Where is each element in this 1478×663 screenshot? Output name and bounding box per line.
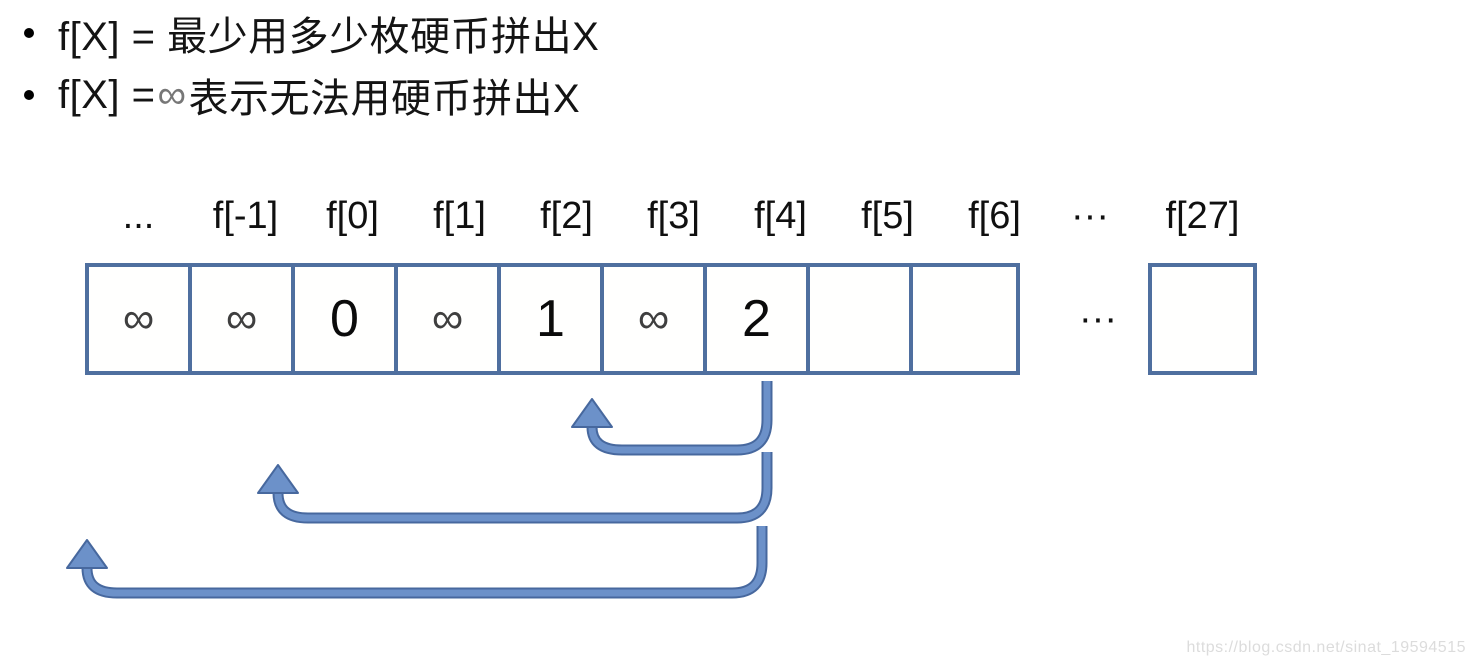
array-gap-ellipsis: ··· (1079, 297, 1117, 340)
array-label-f2: f[2] (540, 195, 593, 237)
bullet-text-infinity-prefix: f[X] = (58, 72, 156, 117)
array-label-f1: f[1] (433, 195, 486, 237)
arrow-f4-to-far-left (66, 526, 768, 599)
array-label-f-neg1: f[-1] (212, 195, 279, 237)
array-label-f3: f[3] (647, 195, 700, 237)
bullet-item-definition: f[X] = 最少用多少枚硬币拼出X (18, 2, 599, 64)
array-cell-f0: 0 (295, 267, 398, 371)
arrow-f4-to-f2 (571, 381, 773, 456)
bullet-list: f[X] = 最少用多少枚硬币拼出X f[X] = ∞ 表示无法用硬币拼出X (18, 2, 599, 126)
infinity-symbol: ∞ (157, 72, 187, 117)
array-cell-f27 (1148, 263, 1257, 375)
array-cell-f5 (810, 267, 913, 371)
bullet-icon (24, 90, 34, 100)
array-label-ellipsis-right: ··· (1071, 195, 1109, 237)
array-cell-f3: ∞ (604, 267, 707, 371)
arrow-f4-to-f0 (257, 452, 773, 524)
array-label-f6: f[6] (968, 195, 1021, 237)
arrowhead-up-icon (571, 398, 613, 428)
array-label-ellipsis-left: ... (122, 195, 155, 237)
array-label-f0: f[0] (326, 195, 379, 237)
array-label-f4: f[4] (754, 195, 807, 237)
array-cell-ellipsis-left: ∞ (89, 267, 192, 371)
array-cell-f4: 2 (707, 267, 810, 371)
array-label-f27: f[27] (1165, 195, 1240, 237)
arrowhead-up-icon (257, 464, 299, 494)
bullet-icon (24, 28, 34, 38)
array-cell-f2: 1 (501, 267, 604, 371)
array-label-row: ... f[-1] f[0] f[1] f[2] f[3] f[4] f[5] … (85, 190, 1048, 242)
bullet-text-infinity-suffix: 表示无法用硬币拼出X (188, 77, 581, 121)
bullet-item-infinity: f[X] = ∞ 表示无法用硬币拼出X (18, 64, 599, 126)
bullet-text-definition: f[X] = 最少用多少枚硬币拼出X (58, 15, 600, 59)
array-row: ∞ ∞ 0 ∞ 1 ∞ 2 (85, 263, 1020, 375)
arrowhead-up-icon (66, 539, 108, 569)
array-cell-f1: ∞ (398, 267, 501, 371)
array-cell-f6 (913, 267, 1016, 371)
array-label-f5: f[5] (861, 195, 914, 237)
csdn-watermark: https://blog.csdn.net/sinat_19594515 (1186, 639, 1466, 656)
array-cell-f-neg1: ∞ (192, 267, 295, 371)
